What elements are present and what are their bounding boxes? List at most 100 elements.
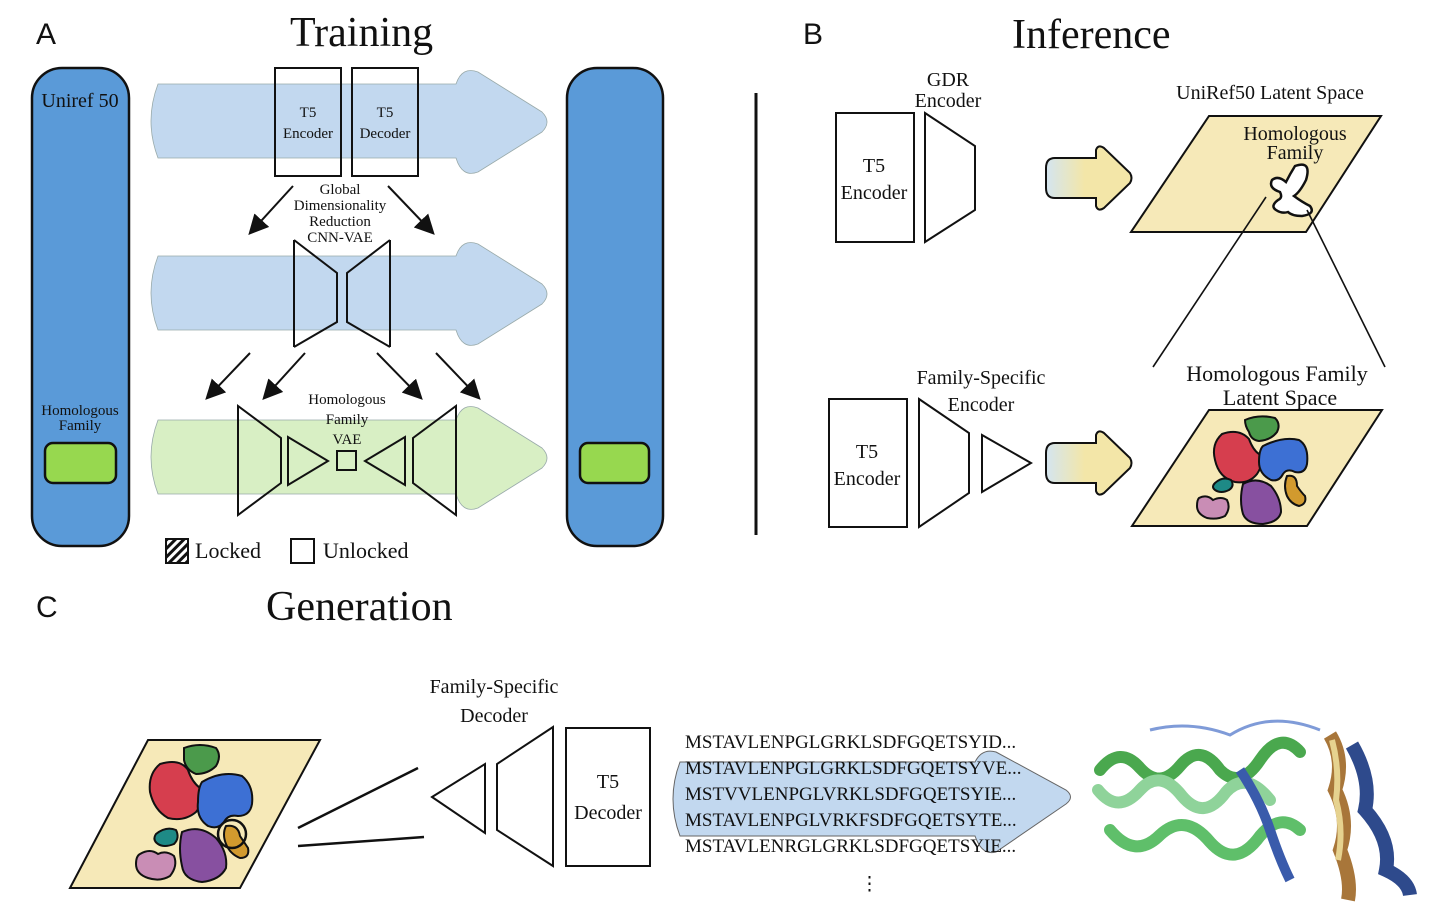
sequence-line: MSTAVLENRGLGRKLSDFGQETSYIE... [685, 836, 1016, 857]
cluster-teal [153, 827, 179, 847]
cluster-purple [1240, 479, 1283, 526]
fs-encoder-label-line2: Encoder [948, 394, 1015, 416]
homologous-family-label-line2: Family [59, 418, 102, 434]
cluster-green [183, 744, 220, 776]
t5-encoder-label-line2: Encoder [283, 126, 333, 142]
t5-encoder-label-line1: T5 [863, 155, 885, 177]
uniref50-latent-plane [1129, 115, 1383, 233]
family-decoder-triangle [363, 435, 406, 487]
family-decoder-triangle [430, 762, 486, 835]
cluster-blue [196, 773, 254, 829]
locked-gdr-decoder-trapezoid [412, 404, 457, 517]
homologous-family-subset [578, 441, 651, 485]
fs-decoder-label-line2: Decoder [460, 705, 528, 727]
gdr-encoder-trapezoid [293, 239, 338, 348]
panel-title-training: Training [290, 10, 433, 56]
hf-latent-space-label-line2: Latent Space [1223, 385, 1337, 410]
t5-encoder-label-line2: Encoder [834, 468, 901, 490]
t5-decoder-label-line1: T5 [377, 105, 394, 121]
panel-title-generation: Generation [266, 584, 453, 630]
flow-arrow-gdr [150, 242, 548, 346]
family-encoder-triangle [981, 433, 1033, 494]
zoom-line [1152, 196, 1267, 368]
panel-letter-b: B [803, 18, 823, 51]
arrow-icon [376, 352, 423, 400]
t5-encoder-label-line1: T5 [300, 105, 317, 121]
locked-swatch [165, 538, 189, 564]
sequence-line: MSTAVLENPGLVRKFSDFGQETSYTE... [685, 810, 1017, 831]
gdr-decoder-trapezoid [346, 239, 391, 348]
uniref50-database-right [565, 66, 665, 548]
panel-b: B Inference GDR Encoder T5 Encoder UniRe… [803, 12, 1386, 529]
panel-a: A Training Uniref 50 Homologous Family T… [30, 10, 665, 564]
cluster-teal [1212, 477, 1234, 493]
family-latent-plane [1130, 409, 1384, 527]
legend-locked-label: Locked [195, 538, 261, 563]
gdr-label-line4: CNN-VAE [307, 230, 373, 246]
gdr-label-line1: Global [320, 182, 361, 198]
family-latent-plane [68, 739, 322, 889]
panel-title-inference: Inference [1012, 12, 1171, 58]
fs-decoder-label-line1: Family-Specific [430, 676, 559, 698]
arrow-icon [205, 352, 251, 400]
sequence-line: MSTVVLENPGLVRKLSDFGQETSYIE... [685, 784, 1016, 805]
cluster-green [1243, 415, 1280, 443]
cluster-pink [134, 850, 177, 881]
gdr-encoder-label-line1: GDR [927, 69, 970, 91]
arrow-icon [387, 185, 435, 235]
cluster-purple [179, 828, 228, 884]
cluster-blue [1257, 437, 1309, 482]
homologous-family-label-line1: Homologous [1243, 123, 1347, 145]
more-sequences-ellipsis: ⋮ [860, 874, 879, 895]
flow-arrow-family-vae [150, 406, 548, 510]
gdr-decoder-trapezoid [496, 725, 554, 868]
panel-c: C Generation Family-Specific Decoder T5 … [36, 584, 1417, 902]
cluster-orange [223, 824, 250, 860]
cluster-orange [1284, 474, 1307, 508]
arrow-right-icon [1045, 145, 1133, 211]
database-pillar [565, 66, 665, 548]
arrow-right-icon [1045, 430, 1133, 496]
cluster-red [148, 761, 204, 821]
t5-decoder-label-line1: T5 [597, 771, 619, 793]
homologous-family-label-line1: Homologous [41, 403, 119, 419]
locked-gdr-encoder-trapezoid [237, 404, 282, 517]
sampled-region-circle [216, 818, 248, 850]
legend: Locked Unlocked [165, 538, 409, 564]
cluster-red [1212, 430, 1263, 484]
t5-encoder-block [828, 398, 908, 528]
hf-vae-label-line2: Family [326, 412, 369, 428]
latent-bottleneck [336, 450, 357, 471]
gdr-encoder-trapezoid [918, 397, 970, 529]
t5-decoder-label-line2: Decoder [574, 802, 642, 824]
unlocked-swatch [290, 538, 315, 564]
t5-encoder-label-line1: T5 [856, 441, 878, 463]
zoom-line [1306, 209, 1386, 368]
t5-encoder-block [835, 112, 915, 243]
t5-encoder-label-line2: Encoder [841, 182, 908, 204]
arrow-icon [248, 185, 294, 235]
protein-structure-image [1092, 719, 1417, 902]
panel-letter-a: A [36, 18, 56, 51]
gdr-encoder-trapezoid [924, 111, 976, 244]
output-flow-arrow [672, 750, 1071, 854]
flow-arrow-t5 [150, 70, 548, 174]
legend-unlocked-label: Unlocked [323, 538, 409, 563]
t5-decoder-block [351, 67, 419, 177]
zoom-line [297, 766, 419, 830]
gdr-encoder-label-line2: Encoder [915, 90, 982, 112]
hf-vae-label-line3: VAE [333, 432, 362, 448]
database-label: Uniref 50 [41, 90, 118, 112]
homologous-family-region [1269, 163, 1313, 218]
family-encoder-triangle [287, 435, 330, 487]
fs-encoder-label-line1: Family-Specific [917, 367, 1046, 389]
sequence-line: MSTAVLENPGLGRKLSDFGQETSYID... [685, 732, 1016, 753]
gdr-label-line2: Dimensionality [294, 198, 387, 214]
zoom-line [297, 835, 425, 848]
arrow-icon [262, 352, 306, 400]
sequence-line: MSTAVLENPGLGRKLSDFGQETSYVE... [685, 758, 1021, 779]
homologous-family-label-line2: Family [1267, 142, 1324, 164]
t5-decoder-block [565, 727, 651, 867]
cluster-pink [1195, 495, 1230, 520]
